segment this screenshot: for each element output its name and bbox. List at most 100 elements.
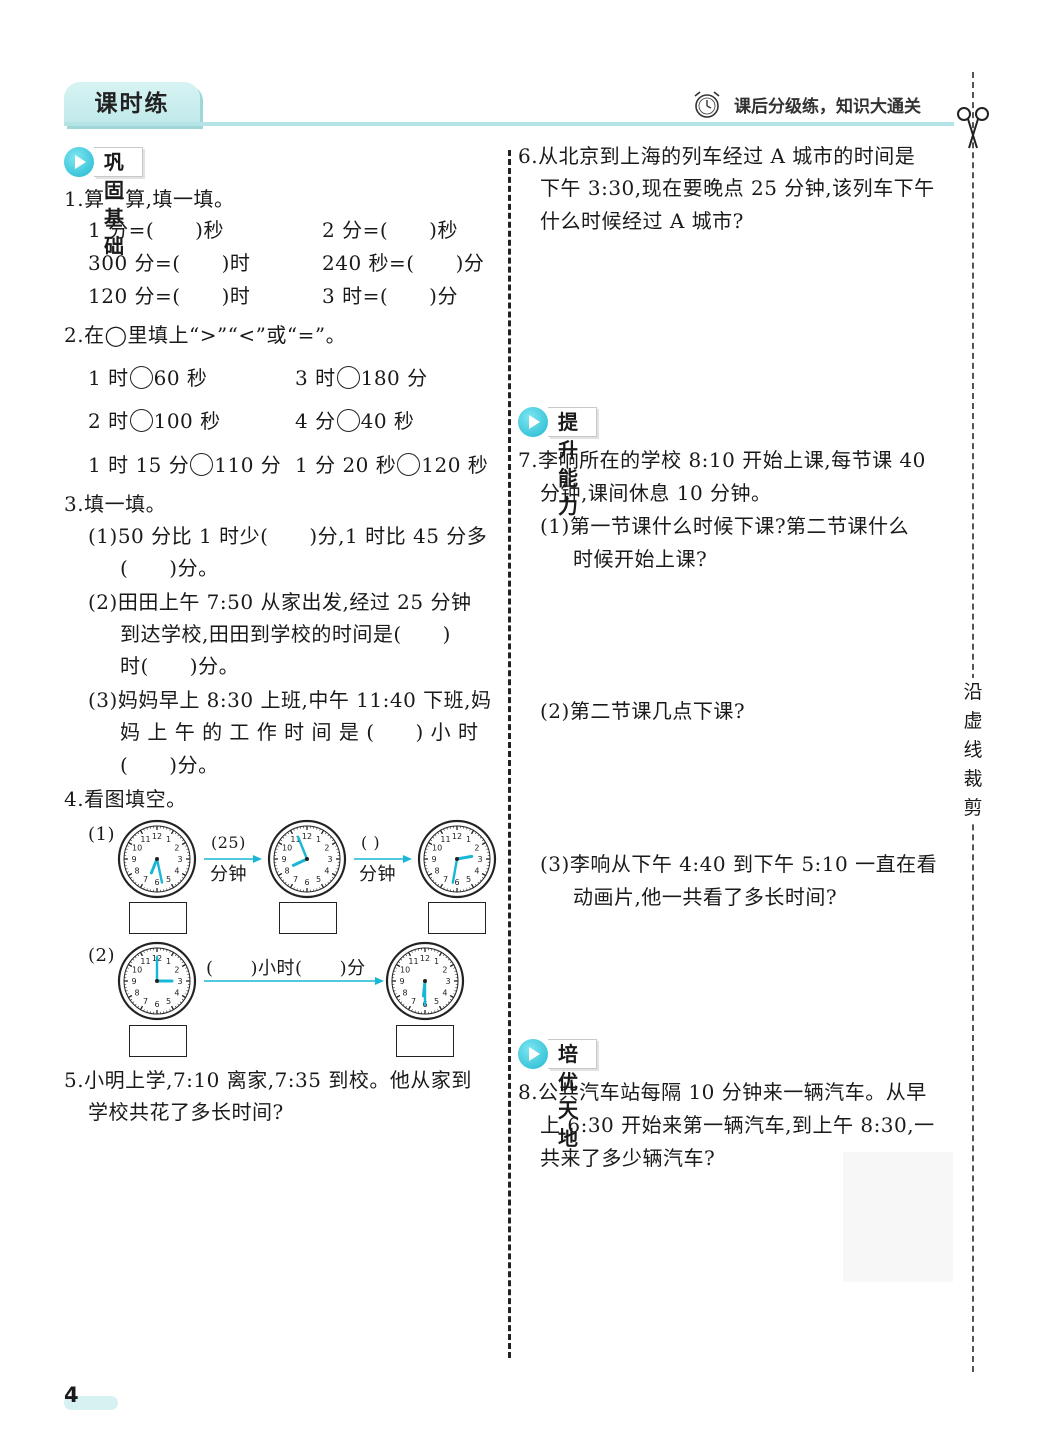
q5-line: 5.小明上学,7:10 离家,7:35 到校。他从家到 [64, 1068, 472, 1092]
svg-text:1: 1 [434, 957, 439, 966]
q6-line: 6.从北京到上海的列车经过 A 城市的时间是 [518, 144, 916, 168]
svg-text:10: 10 [132, 844, 142, 853]
svg-text:11: 11 [140, 957, 150, 966]
q2-stem: 2.在◯里填上“>”“<”或“=”。 [64, 323, 347, 347]
svg-text:9: 9 [131, 855, 136, 864]
svg-text:1: 1 [166, 957, 171, 966]
svg-text:12: 12 [452, 832, 462, 841]
svg-text:11: 11 [408, 957, 418, 966]
q4-part-2-label: (2) [88, 945, 115, 966]
q7-sub1: (1)第一节课什么时候下课?第二节课什么 [540, 514, 910, 538]
svg-text:8: 8 [135, 989, 140, 998]
arrow2-top-label: ( ) [361, 833, 381, 852]
q1-c: 300 分=( )时 [88, 251, 251, 275]
compare-circle[interactable] [190, 453, 214, 476]
q1-d: 240 秒=( )分 [322, 251, 485, 275]
play-icon [518, 407, 548, 437]
q5-line: 学校共花了多长时间? [88, 1100, 284, 1124]
svg-text:1: 1 [166, 835, 171, 844]
arrow-1-head [253, 855, 262, 863]
compare-circle[interactable] [336, 366, 360, 389]
play-icon [518, 1039, 548, 1069]
answer-box[interactable] [279, 902, 337, 934]
svg-text:2: 2 [474, 844, 479, 853]
q8-line: 8.公共汽车站每隔 10 分钟来一辆汽车。从早 [518, 1080, 927, 1104]
answer-box[interactable] [129, 902, 187, 934]
q3-line: (1)50 分比 1 时少( )分,1 时比 45 分多 [88, 524, 488, 548]
svg-text:3: 3 [327, 855, 332, 864]
svg-text:2: 2 [174, 844, 179, 853]
svg-text:5: 5 [166, 875, 171, 884]
compare-circle[interactable] [397, 453, 421, 476]
svg-text:5: 5 [316, 875, 321, 884]
svg-text:10: 10 [132, 966, 142, 975]
svg-text:7: 7 [411, 997, 416, 1006]
svg-text:12: 12 [302, 832, 312, 841]
q4-part-1-label: (1) [88, 824, 115, 845]
answer-box[interactable] [396, 1025, 454, 1057]
q1-e: 120 分=( )时 [88, 284, 251, 308]
svg-text:10: 10 [282, 844, 292, 853]
q7-sub3: (3)李响从下午 4:40 到下午 5:10 一直在看 [540, 852, 938, 876]
page-number: 4 [64, 1383, 79, 1407]
svg-text:8: 8 [403, 989, 408, 998]
answer-box[interactable] [428, 902, 486, 934]
q7-sub1: 时候开始上课? [573, 547, 708, 571]
play-icon [64, 147, 94, 177]
header-slogan: 课后分级练，知识大通关 [734, 97, 921, 117]
answer-box[interactable] [129, 1025, 187, 1057]
svg-text:12: 12 [152, 832, 162, 841]
svg-text:2: 2 [324, 844, 329, 853]
scissors-icon [957, 107, 989, 149]
q8-line: 上 6:30 开始来第一辆汽车,到上午 8:30,一 [540, 1113, 935, 1137]
svg-text:8: 8 [135, 867, 140, 876]
arrow-3-head [375, 977, 384, 985]
svg-text:3: 3 [177, 977, 182, 986]
arrow2-bottom-label: 分钟 [359, 864, 396, 885]
svg-text:7: 7 [443, 875, 448, 884]
q1-stem: 1.算一算,填一填。 [64, 187, 235, 211]
q3-line: 妈 上 午 的 工 作 时 间 是 ( ) 小 时 [120, 720, 479, 744]
q3-line: (3)妈妈早上 8:30 上班,中午 11:40 下班,妈 [88, 688, 492, 712]
compare-circle[interactable] [336, 409, 360, 432]
q7-line: 分钟,课间休息 10 分钟。 [540, 481, 772, 505]
svg-text:8: 8 [285, 867, 290, 876]
svg-text:4: 4 [174, 989, 179, 998]
arrow-2-head [403, 855, 412, 863]
q3-stem: 3.填一填。 [64, 492, 167, 516]
compare-circle[interactable] [129, 366, 153, 389]
svg-text:4: 4 [442, 989, 447, 998]
arrow1-bottom-label: 分钟 [210, 864, 247, 885]
q1-f: 3 时=( )分 [322, 284, 458, 308]
svg-text:9: 9 [399, 977, 404, 986]
svg-text:3: 3 [477, 855, 482, 864]
q1-a: 1 分=( )秒 [88, 218, 224, 242]
svg-text:9: 9 [431, 855, 436, 864]
svg-text:6: 6 [454, 878, 459, 887]
svg-text:6: 6 [154, 1000, 159, 1009]
compare-circle[interactable] [129, 409, 153, 432]
arrow1-top-label: (25) [211, 833, 246, 852]
svg-text:3: 3 [445, 977, 450, 986]
svg-text:9: 9 [131, 977, 136, 986]
svg-text:11: 11 [440, 835, 450, 844]
header-tab: 课时练 [64, 82, 200, 126]
svg-text:6: 6 [304, 878, 309, 887]
svg-text:5: 5 [166, 997, 171, 1006]
arrow3-top-label: ( )小时( )分 [206, 958, 366, 979]
q1-b: 2 分=( )秒 [322, 218, 458, 242]
blank-area [843, 1152, 953, 1282]
svg-text:2: 2 [174, 966, 179, 975]
svg-text:1: 1 [466, 835, 471, 844]
svg-text:4: 4 [474, 867, 479, 876]
svg-text:11: 11 [290, 835, 300, 844]
